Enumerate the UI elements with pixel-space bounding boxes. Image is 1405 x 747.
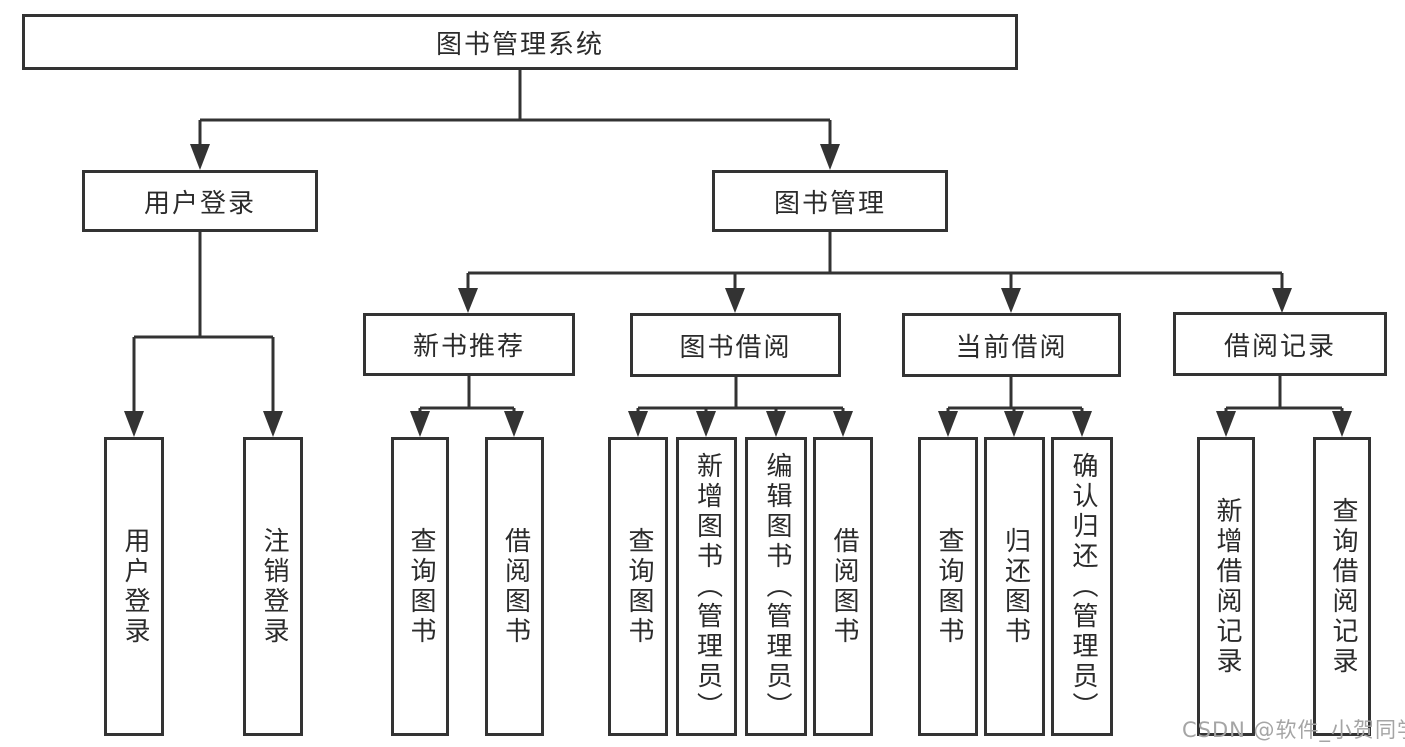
leaf-add-borrow-record-label: 新增借阅记录 — [1211, 496, 1242, 677]
node-user-login: 用户登录 — [82, 170, 318, 232]
connector-current — [946, 377, 1084, 414]
leaf-borrow-books-2-label: 借阅图书 — [828, 526, 859, 647]
connector-user-login — [132, 232, 275, 414]
node-book-management-label: 图书管理 — [773, 188, 886, 219]
leaf-edit-books-admin-label: 编辑图书（管理员） — [761, 451, 792, 722]
csdn-watermark: CSDN @软件_小贺同学 — [1182, 718, 1405, 742]
leaf-borrow-books-1-label: 借阅图书 — [500, 526, 531, 647]
leaf-query-books-2-label: 查询图书 — [623, 526, 654, 647]
leaf-user-login: 用户登录 — [104, 437, 164, 736]
leaf-confirm-return-admin: 确认归还（管理员） — [1051, 437, 1113, 736]
leaf-edit-books-admin: 编辑图书（管理员） — [745, 437, 807, 736]
node-borrow-records: 借阅记录 — [1173, 312, 1387, 376]
leaf-logout-label: 注销登录 — [258, 526, 289, 647]
leaf-borrow-books-1: 借阅图书 — [485, 437, 544, 736]
connector-records — [1224, 376, 1344, 414]
leaf-return-books: 归还图书 — [984, 437, 1045, 736]
node-root: 图书管理系统 — [22, 14, 1018, 70]
leaf-user-login-label: 用户登录 — [119, 526, 150, 647]
leaf-query-borrow-record: 查询借阅记录 — [1313, 437, 1371, 736]
node-root-label: 图书管理系统 — [435, 29, 604, 60]
leaf-query-books-1: 查询图书 — [391, 437, 449, 736]
node-new-book-recommend-label: 新书推荐 — [412, 332, 525, 362]
leaf-add-borrow-record: 新增借阅记录 — [1197, 437, 1255, 736]
connector-book-mgmt — [466, 232, 1284, 291]
leaf-query-books-3: 查询图书 — [918, 437, 978, 736]
node-current-borrow: 当前借阅 — [902, 313, 1121, 377]
leaf-return-books-label: 归还图书 — [1000, 526, 1031, 647]
leaf-add-books-admin-label: 新增图书（管理员） — [692, 451, 723, 722]
connector-new-books — [418, 376, 516, 414]
connector-root — [198, 68, 832, 148]
node-book-management: 图书管理 — [712, 170, 948, 232]
node-user-login-label: 用户登录 — [143, 188, 256, 219]
node-current-borrow-label: 当前借阅 — [955, 332, 1068, 363]
node-borrow-records-label: 借阅记录 — [1223, 331, 1336, 362]
node-book-borrow-label: 图书借阅 — [679, 332, 792, 363]
leaf-query-borrow-record-label: 查询借阅记录 — [1327, 496, 1358, 677]
node-new-book-recommend: 新书推荐 — [363, 313, 575, 376]
connector-borrow — [636, 377, 845, 414]
leaf-query-books-3-label: 查询图书 — [933, 526, 964, 647]
node-book-borrow: 图书借阅 — [630, 313, 841, 377]
leaf-borrow-books-2: 借阅图书 — [813, 437, 873, 736]
leaf-add-books-admin: 新增图书（管理员） — [676, 437, 737, 736]
leaf-logout: 注销登录 — [243, 437, 303, 736]
leaf-query-books-2: 查询图书 — [608, 437, 668, 736]
leaf-query-books-1-label: 查询图书 — [405, 526, 436, 647]
leaf-confirm-return-admin-label: 确认归还（管理员） — [1067, 451, 1098, 722]
